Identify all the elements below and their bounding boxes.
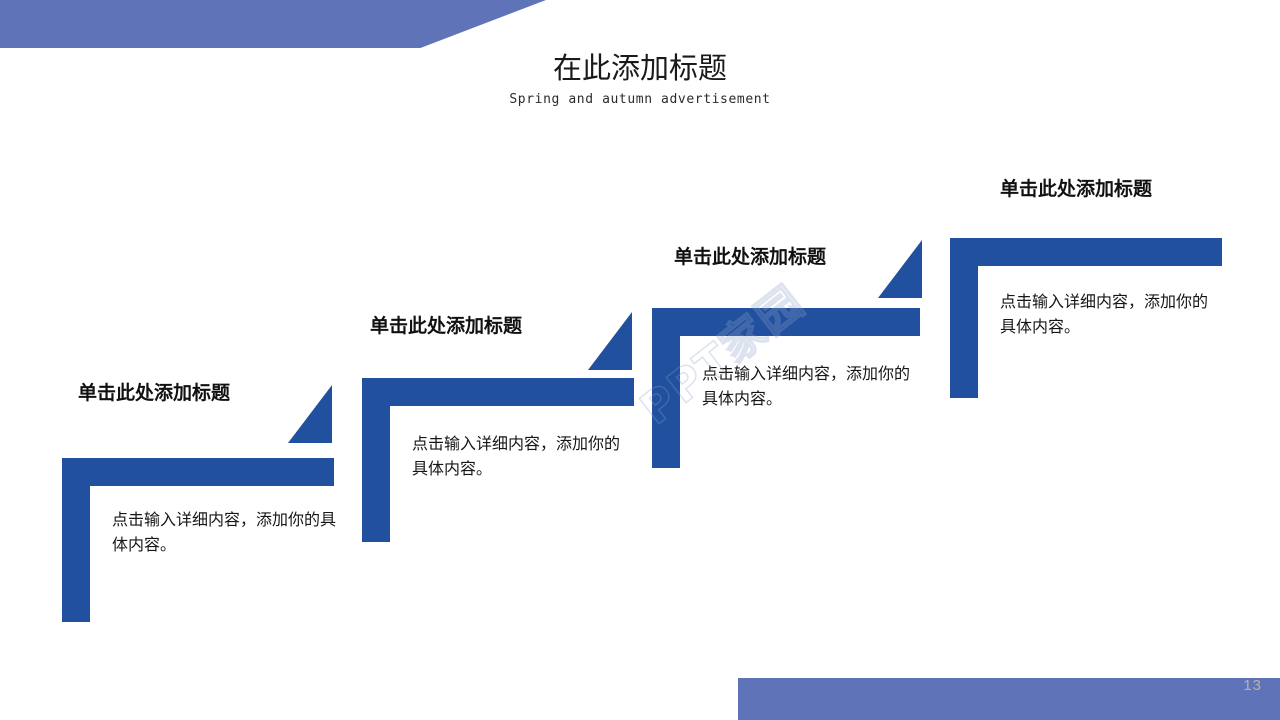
- slide-header: 在此添加标题 Spring and autumn advertisement: [0, 50, 1280, 107]
- bracket-top-arm-3: [652, 308, 920, 336]
- step-title-1: 单击此处添加标题: [78, 382, 231, 404]
- bracket-top-arm-1: [62, 458, 334, 486]
- step-body-1: 点击输入详细内容，添加你的具体内容。: [112, 510, 337, 554]
- bottom-right-decorative-bar: [738, 678, 1280, 720]
- bracket-left-arm-4: [950, 266, 978, 398]
- watermark-text: PPT家园: [630, 275, 815, 435]
- step-body-3: 点击输入详细内容，添加你的具体内容。: [702, 364, 911, 408]
- bracket-top-arm-2: [362, 378, 634, 406]
- step-body-2: 点击输入详细内容，添加你的具体内容。: [412, 434, 621, 478]
- top-left-decorative-trapezoid: [0, 0, 546, 48]
- step-title-2: 单击此处添加标题: [370, 315, 523, 337]
- triangle-accent-icon-1: [288, 385, 332, 443]
- bracket-left-arm-3: [652, 336, 680, 468]
- page-number: 13: [1243, 677, 1262, 694]
- triangle-accent-icon-3: [878, 240, 922, 298]
- step-title-3: 单击此处添加标题: [674, 246, 827, 268]
- step-body-4: 点击输入详细内容，添加你的具体内容。: [1000, 292, 1209, 336]
- bracket-left-arm-1: [62, 486, 90, 622]
- bracket-top-arm-4: [950, 238, 1222, 266]
- page-subtitle: Spring and autumn advertisement: [509, 92, 771, 108]
- page-title: 在此添加标题: [552, 51, 727, 85]
- triangle-accent-icon-2: [588, 312, 632, 370]
- bracket-left-arm-2: [362, 406, 390, 542]
- step-title-4: 单击此处添加标题: [1000, 178, 1153, 200]
